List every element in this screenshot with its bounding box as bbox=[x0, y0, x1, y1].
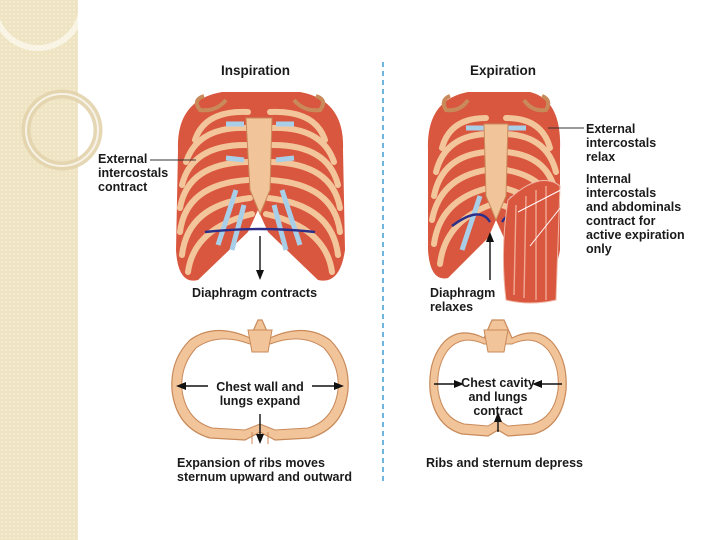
external-intercostals-contract-label: External intercostals contract bbox=[98, 152, 169, 194]
external-intercostals-relax-label: External intercostals relax bbox=[586, 122, 657, 164]
cross-section-expiration bbox=[429, 319, 567, 437]
chest-wall-expand-label: Chest wall and lungs expand bbox=[216, 380, 304, 408]
inspiration-title: Inspiration bbox=[221, 63, 291, 78]
decorative-rings bbox=[0, 0, 103, 171]
diaphragm-line-inspiration bbox=[204, 227, 316, 234]
rib-cage-expiration bbox=[427, 92, 585, 304]
inspiration-caption: Expansion of ribs moves sternum upward a… bbox=[177, 456, 353, 484]
expiration-caption: Ribs and sternum depress bbox=[426, 456, 583, 470]
expiration-title: Expiration bbox=[470, 63, 537, 78]
chest-cavity-contract-label: Chest cavity and lungs contract bbox=[461, 376, 535, 418]
abdominal-muscles bbox=[502, 179, 561, 304]
diaphragm-relaxes-label: Diaphragm relaxes bbox=[430, 286, 496, 314]
diaphragm-contracts-label: Diaphragm contracts bbox=[192, 286, 318, 300]
cross-section-inspiration bbox=[171, 319, 349, 444]
rib-cage-inspiration bbox=[150, 92, 345, 281]
internal-intercostals-label: Internal intercostals and abdominals con… bbox=[586, 172, 685, 256]
